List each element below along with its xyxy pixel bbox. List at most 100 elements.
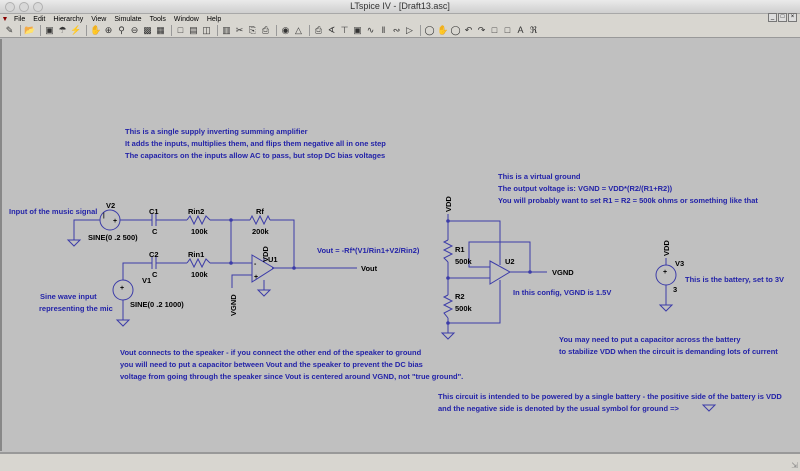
menu-view[interactable]: View: [91, 15, 107, 23]
menu-window[interactable]: Window: [173, 15, 199, 23]
note-power: and the negative side is denoted by the …: [438, 404, 679, 413]
menu-hierarchy[interactable]: Hierarchy: [53, 15, 84, 23]
toolbar-separator: [420, 25, 421, 36]
bode-icon[interactable]: □: [177, 25, 184, 35]
vdd-net-label: VDD: [444, 196, 453, 212]
paste-icon[interactable]: ⎙: [261, 25, 270, 35]
run-icon[interactable]: ⚡: [70, 25, 82, 35]
copy-icon[interactable]: ⎘: [248, 25, 257, 35]
c1-name: C1: [149, 207, 159, 216]
ground-icon[interactable]: ⊤: [340, 25, 349, 35]
mirror-icon[interactable]: □: [504, 25, 511, 35]
note-mic: representing the mic: [39, 304, 113, 313]
capacitor-c2[interactable]: C2 C: [149, 250, 159, 279]
toolbar-separator: [171, 25, 172, 36]
text-icon[interactable]: A: [517, 25, 524, 35]
rf-name: Rf: [256, 207, 264, 216]
v3-value: 3: [673, 285, 677, 294]
note-config: In this config, VGND is 1.5V: [513, 288, 611, 297]
junction: [446, 321, 450, 325]
menu-edit[interactable]: Edit: [33, 15, 46, 23]
wires-right: [447, 214, 667, 333]
label-icon[interactable]: ▣: [353, 25, 362, 35]
zoom-in-icon[interactable]: ⊕: [104, 25, 113, 35]
schematic-canvas[interactable]: This is a single supply inverting summin…: [0, 39, 800, 451]
control-panel-icon[interactable]: ☂: [58, 25, 67, 35]
find-icon[interactable]: ◉: [281, 25, 290, 35]
v1-name: V1: [142, 276, 151, 285]
opamp-u1[interactable]: - + U1 VDD VGND: [229, 246, 278, 316]
ground-symbol: [256, 289, 272, 297]
save-icon[interactable]: ▣: [45, 25, 54, 35]
rotate-icon[interactable]: □: [491, 25, 498, 35]
inductor-icon[interactable]: ∾: [392, 25, 401, 35]
junction: [229, 261, 233, 265]
doc-restore-button[interactable]: □: [778, 13, 787, 22]
cascade-icon[interactable]: ◫: [202, 25, 211, 35]
toolbar-separator: [20, 25, 21, 36]
redo-icon[interactable]: ↷: [477, 25, 486, 35]
open-icon[interactable]: 📂: [24, 25, 36, 35]
drag-icon[interactable]: ◯: [450, 25, 461, 35]
capacitor-c1[interactable]: C1 C: [149, 207, 159, 236]
note-summing: This is a single supply inverting summin…: [125, 127, 386, 160]
wire-icon[interactable]: ∢: [327, 25, 336, 35]
zoom-fit-icon[interactable]: ▩: [143, 25, 152, 35]
source-v3[interactable]: + VDD V3 3: [655, 240, 684, 294]
source-v1[interactable]: + V1 SINE(0 .2 1000): [112, 276, 184, 309]
document-menu-icon[interactable]: ▼: [1, 15, 9, 23]
resistor-rf[interactable]: Rf 200k: [249, 207, 271, 236]
u1-vgnd-label: VGND: [229, 294, 238, 316]
status-bar: ⇲: [0, 452, 800, 471]
zoom-out-icon[interactable]: ⊖: [130, 25, 139, 35]
resistor-icon[interactable]: ∿: [366, 25, 375, 35]
print-setup-icon[interactable]: △: [295, 25, 302, 35]
minimize-window-button[interactable]: [19, 2, 29, 12]
source-v2[interactable]: |+ V2 SINE(0 .2 500): [88, 201, 138, 242]
tile-horizontal-icon[interactable]: ▤: [189, 25, 198, 35]
move-icon[interactable]: ✋: [437, 25, 449, 35]
resistor-r1[interactable]: R1 500k: [442, 239, 473, 266]
component-icon[interactable]: ◯: [424, 25, 435, 35]
diode-icon[interactable]: ▷: [406, 25, 413, 35]
autorange-icon[interactable]: ▦: [156, 25, 165, 35]
toolbar-separator: [309, 25, 310, 36]
opamp-u2[interactable]: U2: [489, 257, 515, 285]
rf-value: 200k: [252, 227, 270, 236]
r1-value: 500k: [455, 257, 473, 266]
spice-directive-icon[interactable]: ℜ: [529, 25, 538, 35]
menu-file[interactable]: File: [14, 15, 26, 23]
close-window-button[interactable]: [5, 2, 15, 12]
menu-simulate[interactable]: Simulate: [114, 15, 142, 23]
tile-vertical-icon[interactable]: ▥: [222, 25, 231, 35]
c2-value: C: [152, 270, 158, 279]
doc-close-button[interactable]: ×: [788, 13, 797, 22]
cut-icon[interactable]: ✂: [235, 25, 244, 35]
resistor-r2[interactable]: R2 500k: [442, 292, 473, 319]
new-schematic-icon[interactable]: ✎: [5, 25, 14, 35]
undo-icon[interactable]: ↶: [464, 25, 473, 35]
window-title: LTspice IV - [Draft13.asc]: [350, 1, 450, 11]
menu-tools[interactable]: Tools: [149, 15, 166, 23]
note-formula: Vout = -Rf*(V1/Rin1+V2/Rin2): [317, 246, 420, 255]
resize-grip-icon[interactable]: ⇲: [791, 461, 798, 470]
doc-minimize-button[interactable]: _: [768, 13, 777, 22]
junction: [292, 266, 296, 270]
print-icon[interactable]: ⎙: [314, 25, 323, 35]
halt-icon[interactable]: ✋: [90, 25, 102, 35]
capacitor-icon[interactable]: ‖: [381, 25, 386, 35]
rin2-name: Rin2: [188, 207, 204, 216]
junction: [229, 218, 233, 222]
resistor-rin2[interactable]: Rin2 100k: [186, 207, 211, 236]
menu-bar: ▼ File Edit Hierarchy View Simulate Tool…: [0, 14, 800, 24]
ground-symbol-note: [701, 404, 717, 412]
menu-help[interactable]: Help: [206, 15, 222, 23]
resistor-rin1[interactable]: Rin1 100k: [186, 250, 211, 279]
note-line: The capacitors on the inputs allow AC to…: [125, 151, 385, 160]
schematic[interactable]: This is a single supply inverting summin…: [2, 39, 800, 451]
svg-text:|: |: [103, 213, 105, 219]
u1-name: U1: [268, 255, 278, 264]
zoom-window-button[interactable]: [33, 2, 43, 12]
note-line: This is a single supply inverting summin…: [125, 127, 308, 136]
zoom-pan-icon[interactable]: ⚲: [118, 25, 125, 35]
